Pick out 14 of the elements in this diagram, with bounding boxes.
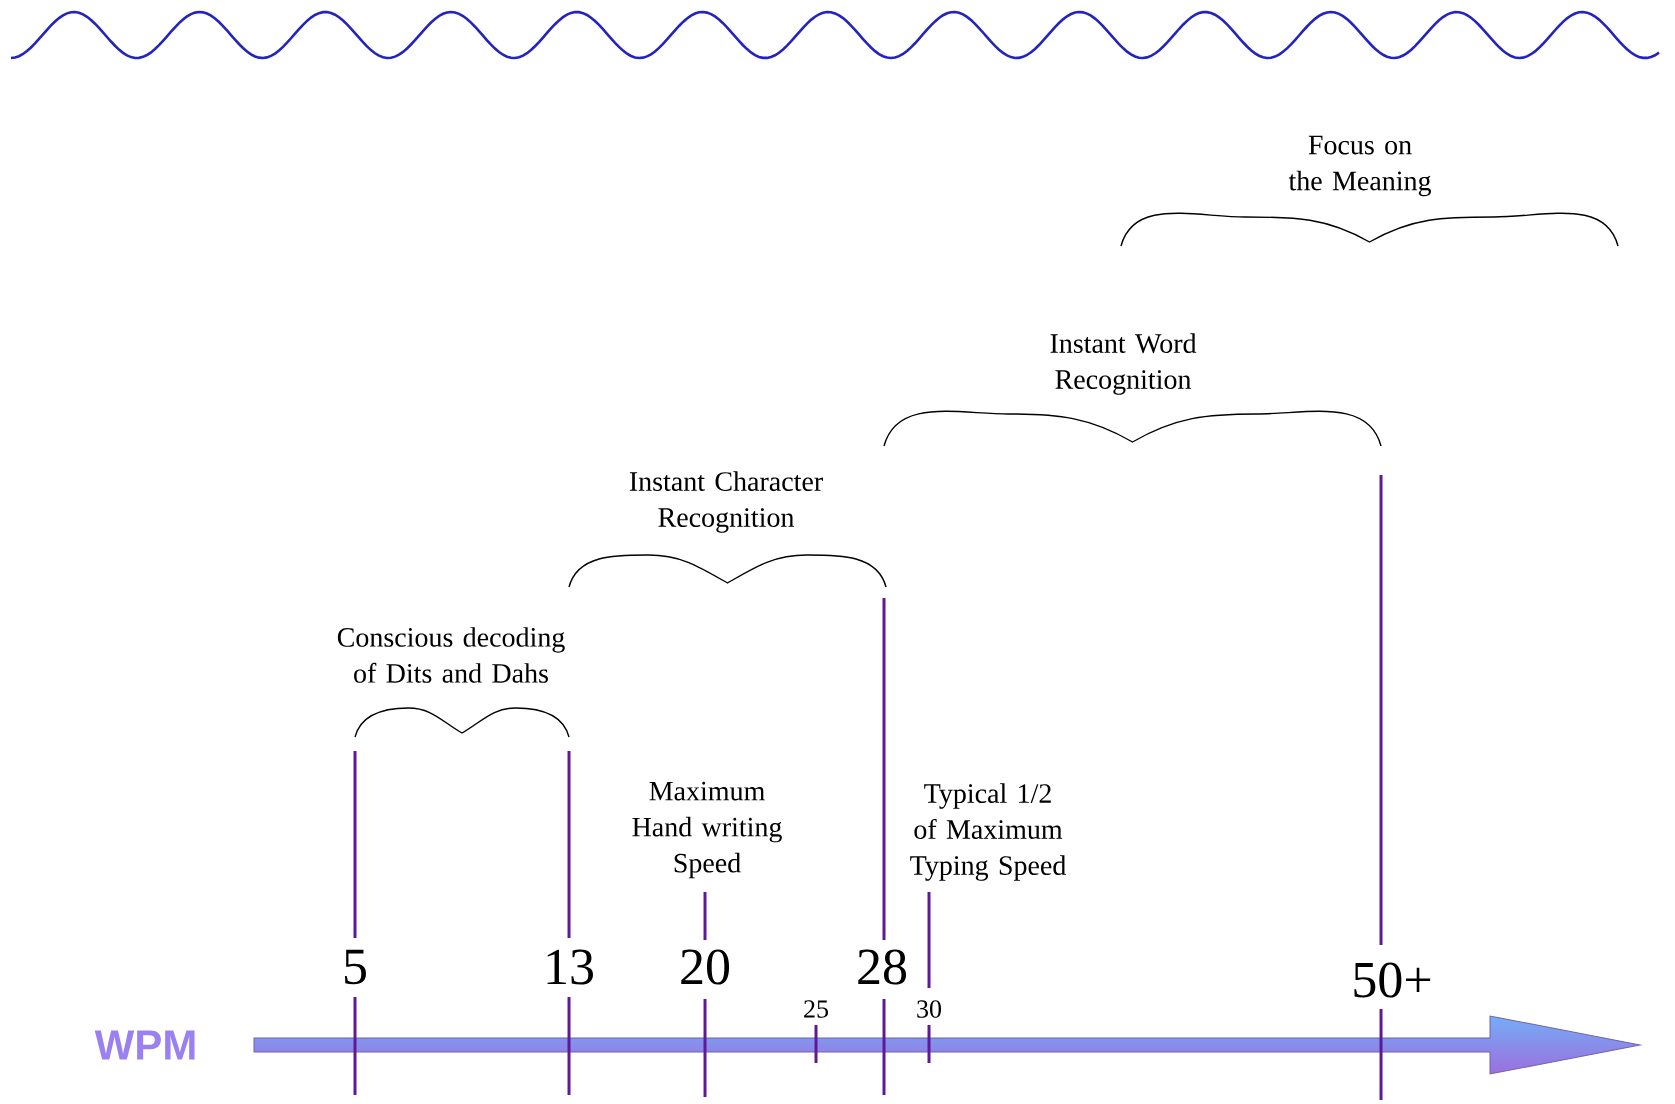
annotation-text: Typical 1/2 of Maximum Typing Speed [910,783,1067,881]
axis-label: WPM [94,1030,195,1060]
tick-label: 20 [681,949,730,985]
tick-label: 30 [917,1000,942,1018]
tick-label: 25 [804,1000,828,1018]
annotation-text: Instant Character Recognition [629,471,823,533]
annotation-text: Instant Word Recognition [1050,333,1197,395]
annotation-text: Maximum Hand writing Speed [632,781,782,879]
tick-label: 50+ [1354,962,1431,998]
tick-label: 13 [547,949,593,985]
annotation-text: Conscious decoding of Dits and Dahs [337,627,565,683]
tick-label: 5 [345,949,366,985]
annotation-text: Focus on the Meaning [1288,135,1431,197]
tick-label: 28 [858,949,907,985]
